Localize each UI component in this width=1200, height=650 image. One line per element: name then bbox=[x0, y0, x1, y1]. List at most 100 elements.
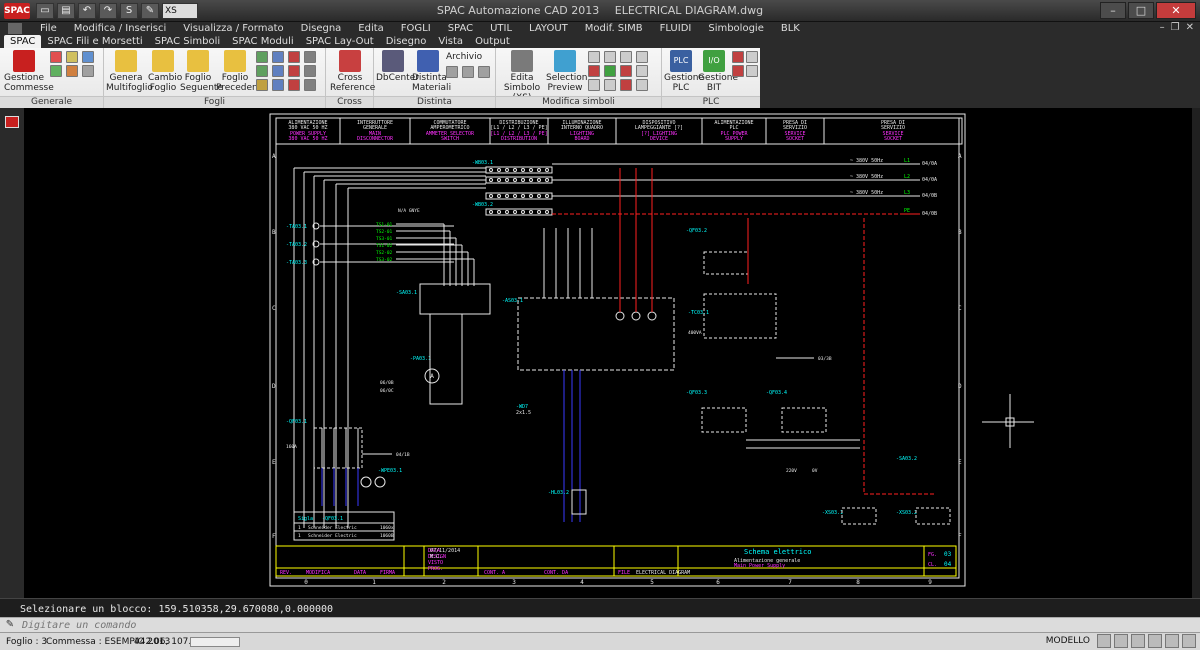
model-indicator[interactable]: MODELLO bbox=[1045, 636, 1090, 646]
plc-tool-2-icon[interactable] bbox=[746, 51, 758, 63]
cambio-foglio-button[interactable]: Cambio Foglio bbox=[148, 50, 182, 93]
mod-tool-6-icon[interactable] bbox=[604, 65, 616, 77]
group-modifica-label[interactable]: Modifica simboli bbox=[496, 96, 661, 108]
doc-close-icon[interactable]: ✕ bbox=[1185, 22, 1194, 33]
mod-tool-2-icon[interactable] bbox=[604, 51, 616, 63]
redo-icon[interactable]: ↷ bbox=[99, 3, 117, 19]
tool-b-icon[interactable] bbox=[66, 51, 78, 63]
menu-app-icon[interactable] bbox=[8, 23, 22, 34]
status-btn-6-icon[interactable] bbox=[1182, 634, 1196, 648]
genera-multifoglio-button[interactable]: Genera Multifoglio bbox=[106, 50, 153, 93]
mod-tool-7-icon[interactable] bbox=[620, 65, 632, 77]
command-input[interactable] bbox=[22, 619, 1192, 632]
mod-tool-8-icon[interactable] bbox=[636, 65, 648, 77]
status-btn-1-icon[interactable] bbox=[1097, 634, 1111, 648]
fogli-tool-12-icon[interactable] bbox=[304, 79, 316, 91]
fogli-tool-5-icon[interactable] bbox=[256, 65, 268, 77]
menu-spac[interactable]: SPAC bbox=[447, 23, 474, 34]
fogli-tool-9-icon[interactable] bbox=[256, 79, 268, 91]
maximize-icon[interactable]: □ bbox=[1128, 2, 1154, 19]
menu-visualizza[interactable]: Visualizza / Formato bbox=[183, 23, 284, 34]
group-plc-label[interactable]: PLC bbox=[662, 96, 760, 108]
status-btn-4-icon[interactable] bbox=[1148, 634, 1162, 648]
spac-icon[interactable]: S bbox=[120, 3, 138, 19]
wrench-icon[interactable]: ✎ bbox=[5, 619, 15, 630]
gestione-commesse-button[interactable]: Gestione Commesse bbox=[4, 50, 54, 93]
menu-edita[interactable]: Edita bbox=[358, 23, 384, 34]
tab-spac-simboli[interactable]: SPAC Simboli bbox=[154, 36, 221, 47]
archivio-button[interactable]: Archivio bbox=[446, 52, 494, 62]
vertical-scrollbar[interactable] bbox=[1192, 108, 1200, 598]
fogli-tool-6-icon[interactable] bbox=[272, 65, 284, 77]
selection-preview-button[interactable]: Selection Preview bbox=[546, 50, 587, 93]
tab-vista[interactable]: Vista bbox=[438, 36, 464, 47]
plc-tool-3-icon[interactable] bbox=[732, 65, 744, 77]
quick-combo[interactable]: XS bbox=[162, 3, 198, 19]
minimize-icon[interactable]: – bbox=[1100, 2, 1126, 19]
mod-tool-3-icon[interactable] bbox=[620, 51, 632, 63]
open-folder-icon[interactable]: ▤ bbox=[57, 3, 75, 19]
fogli-tool-8-icon[interactable] bbox=[304, 65, 316, 77]
tool-c-icon[interactable] bbox=[82, 51, 94, 63]
distinta-tool-2-icon[interactable] bbox=[462, 66, 474, 78]
mod-tool-10-icon[interactable] bbox=[604, 79, 616, 91]
tool-a-icon[interactable] bbox=[50, 51, 62, 63]
status-btn-2-icon[interactable] bbox=[1114, 634, 1128, 648]
menu-util[interactable]: UTIL bbox=[490, 23, 513, 34]
mod-tool-1-icon[interactable] bbox=[588, 51, 600, 63]
fogli-tool-3-icon[interactable] bbox=[288, 51, 300, 63]
mod-tool-11-icon[interactable] bbox=[620, 79, 632, 91]
gestione-plc-button[interactable]: PLC Gestione PLC bbox=[664, 50, 704, 93]
fogli-tool-4-icon[interactable] bbox=[304, 51, 316, 63]
new-file-icon[interactable]: ▭ bbox=[36, 3, 54, 19]
fogli-tool-7-icon[interactable] bbox=[288, 65, 300, 77]
menu-file[interactable]: File bbox=[40, 23, 57, 34]
plc-tool-1-icon[interactable] bbox=[732, 51, 744, 63]
dbcenter-button[interactable]: DbCenter bbox=[376, 50, 419, 83]
distinta-materiali-button[interactable]: Distinta Materiali bbox=[412, 50, 451, 93]
mod-tool-5-icon[interactable] bbox=[588, 65, 600, 77]
status-btn-5-icon[interactable] bbox=[1165, 634, 1179, 648]
tab-spac-moduli[interactable]: SPAC Moduli bbox=[232, 36, 294, 47]
status-btn-3-icon[interactable] bbox=[1131, 634, 1145, 648]
fogli-tool-2-icon[interactable] bbox=[272, 51, 284, 63]
tab-disegno[interactable]: Disegno bbox=[385, 36, 427, 47]
status-field[interactable] bbox=[190, 637, 240, 647]
close-icon[interactable]: ✕ bbox=[1156, 2, 1196, 19]
menu-simbologie[interactable]: Simbologie bbox=[708, 23, 764, 34]
plc-tool-4-icon[interactable] bbox=[746, 65, 758, 77]
cross-reference-button[interactable]: Cross Reference bbox=[330, 50, 375, 93]
doc-restore-icon[interactable]: ❐ bbox=[1170, 22, 1180, 33]
distinta-tool-1-icon[interactable] bbox=[446, 66, 458, 78]
menu-fogli[interactable]: FOGLI bbox=[400, 23, 431, 34]
fogli-tool-10-icon[interactable] bbox=[272, 79, 284, 91]
tool-e-icon[interactable] bbox=[66, 65, 78, 77]
menu-blk[interactable]: BLK bbox=[780, 23, 800, 34]
tab-spac-fili[interactable]: SPAC Fili e Morsetti bbox=[47, 36, 143, 47]
menu-modif-simb[interactable]: Modif. SIMB bbox=[584, 23, 643, 34]
menu-fluidi[interactable]: FLUIDI bbox=[659, 23, 692, 34]
group-generale-label[interactable]: Generale bbox=[0, 96, 103, 108]
tool-icon[interactable]: ✎ bbox=[141, 3, 159, 19]
menu-disegna[interactable]: Disegna bbox=[300, 23, 342, 34]
mod-tool-4-icon[interactable] bbox=[636, 51, 648, 63]
undo-icon[interactable]: ↶ bbox=[78, 3, 96, 19]
menu-modifica[interactable]: Modifica / Inserisci bbox=[73, 23, 167, 34]
mod-tool-12-icon[interactable] bbox=[636, 79, 648, 91]
doc-minimize-icon[interactable]: – bbox=[1159, 22, 1165, 33]
mod-tool-9-icon[interactable] bbox=[588, 79, 600, 91]
group-fogli-label[interactable]: Fogli bbox=[104, 96, 325, 108]
tab-spac[interactable]: SPAC bbox=[4, 35, 42, 48]
spac-panel-icon[interactable] bbox=[5, 116, 19, 128]
tool-f-icon[interactable] bbox=[82, 65, 94, 77]
app-logo[interactable]: SPAC bbox=[4, 3, 30, 19]
foglio-seguente-button[interactable]: Foglio Seguente bbox=[180, 50, 223, 93]
menu-layout[interactable]: LAYOUT bbox=[529, 23, 568, 34]
fogli-tool-1-icon[interactable] bbox=[256, 51, 268, 63]
foglio-precedente-button[interactable]: Foglio Precedente bbox=[216, 50, 267, 93]
tab-spac-layout[interactable]: SPAC Lay-Out bbox=[305, 36, 374, 47]
tool-d-icon[interactable] bbox=[50, 65, 62, 77]
tab-output[interactable]: Output bbox=[475, 36, 510, 47]
